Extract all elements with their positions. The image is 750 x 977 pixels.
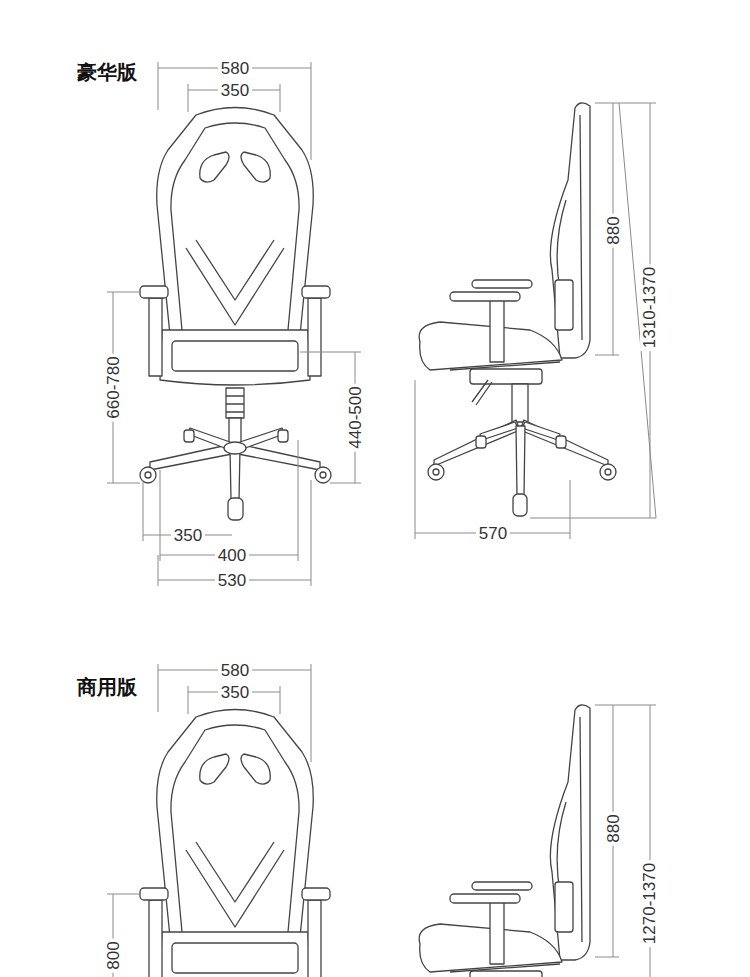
front-view xyxy=(140,108,331,521)
dimension-value: 570 xyxy=(476,524,510,543)
dimension-line xyxy=(160,440,298,561)
version-heading: 豪华版 xyxy=(74,61,140,83)
dimension-line xyxy=(415,380,570,539)
side-view xyxy=(419,103,616,516)
dimension-line xyxy=(530,103,656,518)
dimension-value: 580 xyxy=(218,661,252,680)
dimension-value: 660-780 xyxy=(103,353,122,421)
dimension-value: 400 xyxy=(215,546,249,565)
dimension-value: 580 xyxy=(218,59,252,78)
front-view xyxy=(140,710,331,977)
dimension-value: 440-500 xyxy=(345,383,364,451)
dimension-value: 880 xyxy=(604,811,623,845)
dimension-value: 530 xyxy=(215,571,249,590)
version-heading: 商用版 xyxy=(74,676,140,698)
dimension-value: 880 xyxy=(604,213,623,247)
side-view xyxy=(419,705,616,977)
dimension-value: 350 xyxy=(171,526,205,545)
dimension-value: 800 xyxy=(104,938,123,972)
dimension-value: 1310-1370 xyxy=(641,263,660,350)
dimension-value: 350 xyxy=(218,683,252,702)
dimension-value: 1270-1370 xyxy=(641,859,660,946)
dimension-value: 350 xyxy=(218,81,252,100)
